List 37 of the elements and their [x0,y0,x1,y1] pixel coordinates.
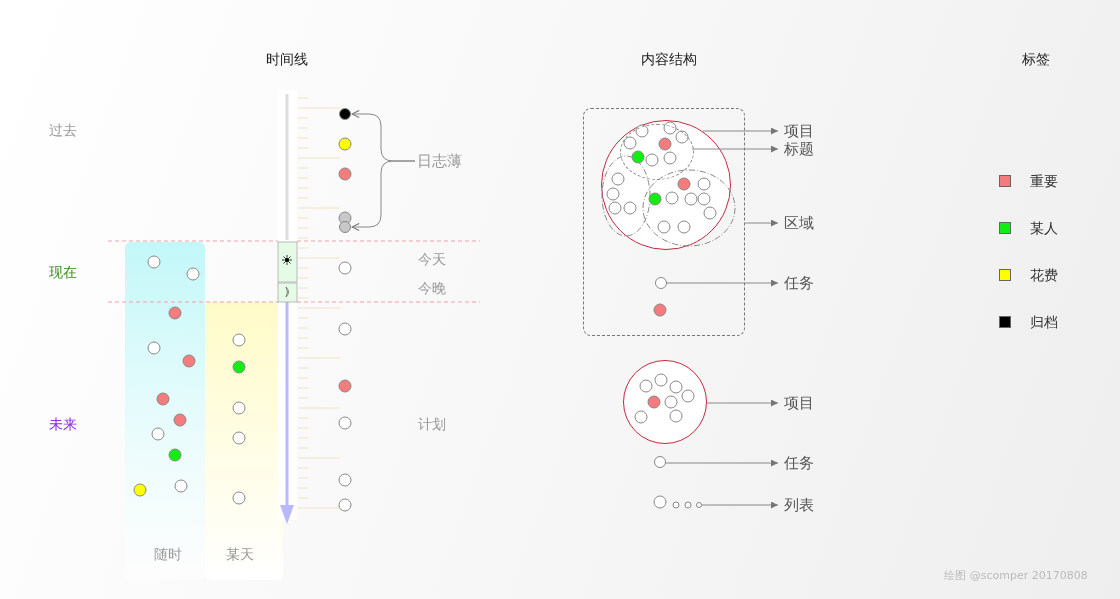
section-heading: 标签 [1022,50,1050,68]
callout-label: 标题 [784,140,814,158]
time-label: 今晚 [418,279,446,297]
brace-arrow [351,160,416,232]
callout-label: 项目 [784,122,814,140]
task-circle [696,502,702,508]
callout-label: 列表 [784,496,814,514]
legend-label: 花费 [1030,266,1058,284]
time-label: 计划 [418,415,446,433]
leader-arrow [702,127,779,135]
leader-arrow [691,145,779,153]
legend-label: 归档 [1030,313,1058,331]
section-heading: 内容结构 [641,50,697,68]
legend-label: 某人 [1030,219,1058,237]
task-circle [339,108,351,120]
period-label: 未来 [49,415,77,433]
legend-label: 重要 [1030,172,1058,190]
leader-arrow [701,501,779,509]
column-label: 某天 [226,545,254,563]
period-label: 现在 [49,263,77,281]
task-circle [339,221,351,233]
callout-label: 区域 [784,214,814,232]
callout-label: 任务 [784,274,814,292]
section-heading: 时间线 [266,50,308,68]
task-circle [655,277,667,289]
column-label: 随时 [154,545,182,563]
callout-label: 任务 [784,454,814,472]
callout-label: 日志薄 [417,152,462,170]
leader-arrow [665,459,779,467]
leader-arrow [665,279,779,287]
area-frame [583,108,745,336]
task-circle [654,456,666,468]
leader-arrow [744,219,779,227]
time-label: 今天 [418,250,446,268]
callout-label: 项目 [784,394,814,412]
leader-arrow [706,399,779,407]
period-label: 过去 [49,121,77,139]
